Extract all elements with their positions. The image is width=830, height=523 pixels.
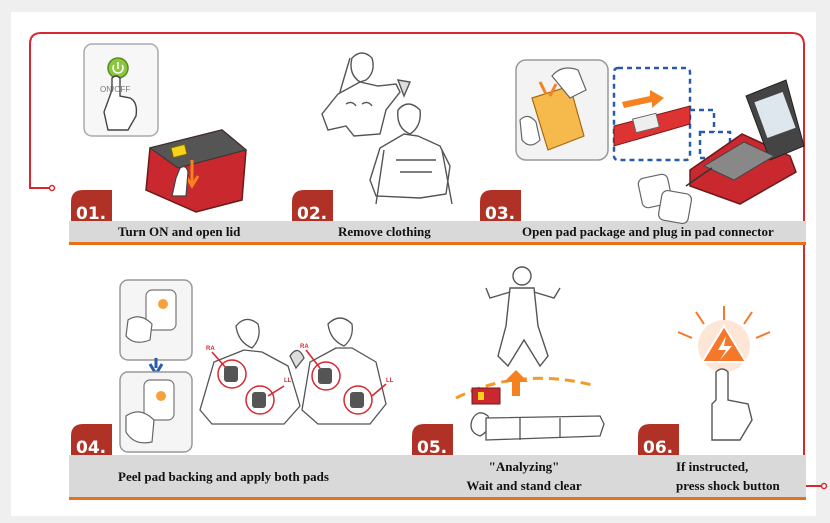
badge-03: 03.: [480, 190, 521, 224]
step5-illustration: [456, 267, 604, 440]
ll-marker: LL: [284, 378, 292, 384]
switch-label: ON/OFF: [100, 85, 130, 94]
frame-dot-right: [822, 484, 827, 489]
badge-02: 02.: [292, 190, 333, 224]
svg-text:05.: 05.: [417, 438, 447, 458]
ra-marker-2: RA: [300, 344, 309, 350]
aed-small-icon: [472, 388, 500, 404]
step4-illustration: RA LL RA LL: [120, 280, 394, 452]
ll-marker-2: LL: [386, 378, 394, 384]
woman-figure-icon: [351, 53, 373, 82]
patient-figure-icon: [471, 413, 604, 440]
svg-text:03.: 03.: [485, 204, 515, 224]
step4-label: Peel pad backing and apply both pads: [118, 469, 329, 485]
step2-label: Remove clothing: [338, 224, 431, 240]
svg-text:06.: 06.: [643, 438, 673, 458]
step1-illustration: [84, 44, 246, 212]
bystander-figure-icon: [486, 267, 560, 366]
step3-label: Open pad package and plug in pad connect…: [522, 224, 774, 240]
step3-illustration: [516, 60, 804, 224]
step5-label-line1: "Analyzing": [444, 459, 604, 475]
man-pads-figure: [328, 318, 352, 346]
step1-label: Turn ON and open lid: [118, 224, 240, 240]
badge-05: 05.: [412, 424, 453, 458]
press-hand-icon: [712, 369, 752, 440]
label-bar-line-top: [69, 242, 806, 245]
step2-illustration: [322, 53, 452, 204]
ra-marker: RA: [206, 346, 215, 352]
svg-text:02.: 02.: [297, 204, 327, 224]
badge-04: 04.: [71, 424, 112, 458]
step6-label-line1: If instructed,: [676, 459, 748, 475]
step6-illustration: [678, 306, 770, 440]
badge-01: 01.: [71, 190, 112, 224]
svg-text:01.: 01.: [76, 204, 106, 224]
man-figure-icon: [398, 104, 421, 134]
pads-icon: [637, 173, 692, 224]
up-arrow-icon: [504, 370, 528, 396]
label-bar-line-bottom: [69, 497, 806, 500]
badge-06: 06.: [638, 424, 679, 458]
frame-dot-left: [50, 186, 55, 191]
arrow-icon: [622, 90, 664, 108]
step6-label-line2: press shock button: [676, 478, 780, 494]
svg-text:04.: 04.: [76, 438, 106, 458]
woman-pads-figure: [236, 319, 259, 348]
step5-label-line2: Wait and stand clear: [444, 478, 604, 494]
